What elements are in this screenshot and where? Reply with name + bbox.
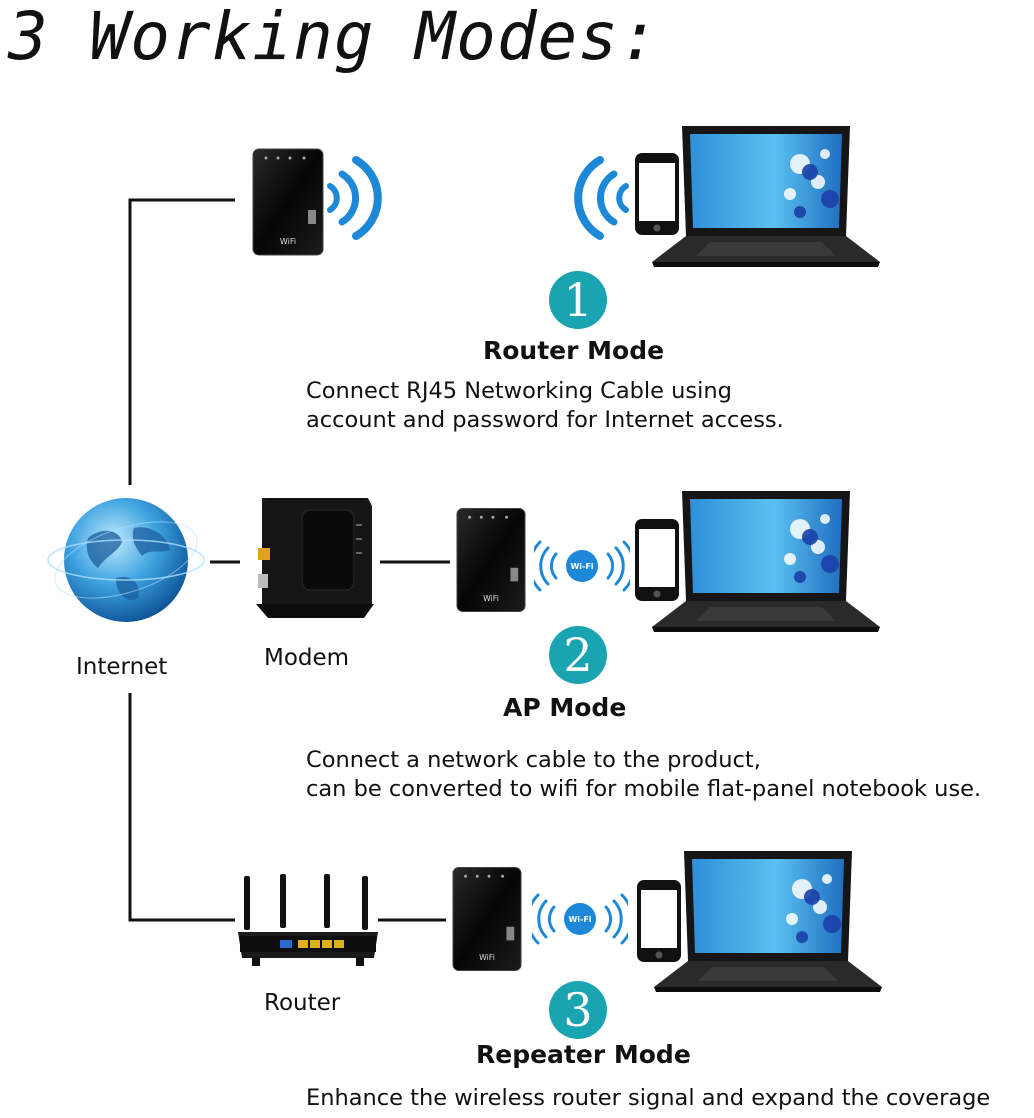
wifi-signal-icon [327,156,382,240]
svg-text:Wi-Fi: Wi-Fi [568,915,591,924]
mode-number-badge: 3 [549,981,607,1039]
mode-title: Repeater Mode [476,1040,691,1069]
internet-to-router-line [128,693,235,922]
mode-title: Router Mode [483,336,665,365]
router-icon [238,874,378,966]
description-line: can be converted to wifi for mobile flat… [306,776,982,802]
laptop-icon [652,126,880,267]
phone-icon [635,153,679,235]
laptop-icon [654,851,882,992]
modem-label: Modem [264,645,350,671]
mode-description: Connect a network cable to the product, … [306,746,981,804]
wifi-signal-icon [574,156,629,240]
description-line: Enhance the wireless router signal and e… [306,1085,991,1111]
svg-text:WiFi: WiFi [483,594,499,603]
extender-icon: WiFi [252,148,324,256]
wifi-signal-icon: Wi-Fi [532,893,628,945]
description-line: Connect a network cable to the product, [306,747,761,773]
extender-icon: WiFi [456,507,526,613]
internet-label: Internet [76,654,168,680]
mode-title: AP Mode [503,693,627,722]
laptop-icon [652,491,880,632]
mode-number-badge: 1 [549,271,607,329]
internet-to-extender-line [128,198,235,485]
description-line: Connect RJ45 Networking Cable using [306,378,732,404]
svg-text:WiFi: WiFi [479,953,495,962]
mode-number-badge: 2 [549,626,607,684]
router-label: Router [264,990,341,1016]
modem-icon [256,498,374,618]
description-line: account and password for Internet access… [306,407,784,433]
wifi-signal-icon: Wi-Fi [534,540,630,592]
page-title: 3 Working Modes: [8,0,660,75]
phone-icon [637,880,681,962]
mode-description: Connect RJ45 Networking Cable using acco… [306,377,784,435]
phone-icon [635,519,679,601]
svg-text:WiFi: WiFi [280,237,296,246]
globe-icon [47,498,205,622]
extender-icon: WiFi [452,866,522,972]
mode-description: Enhance the wireless router signal and e… [306,1084,990,1113]
svg-text:Wi-Fi: Wi-Fi [570,562,593,571]
